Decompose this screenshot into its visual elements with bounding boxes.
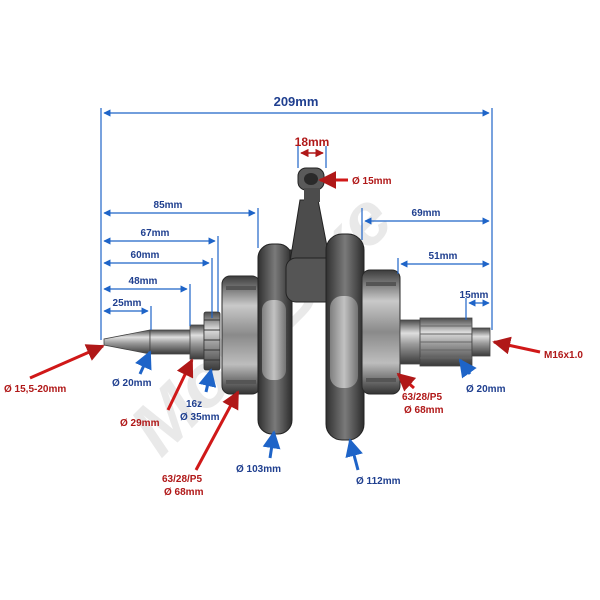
thread-label: M16x1.0 [544, 350, 583, 361]
dim-25-label: 25mm [113, 298, 142, 309]
dim-15-label: 15mm [460, 290, 489, 301]
timing-sprocket [203, 311, 221, 371]
rod-small-end-label: Ø 15mm [352, 176, 392, 187]
left-seat-label: Ø 29mm [120, 418, 160, 429]
left-bearing [221, 275, 261, 395]
dim-67-label: 67mm [141, 228, 170, 239]
right-shaft [399, 319, 423, 365]
dim-60-label: 60mm [131, 250, 160, 261]
right-bearing [361, 269, 401, 395]
crank-pin-width-label: 18mm [295, 135, 330, 149]
crankshaft [103, 167, 491, 441]
left-taper [103, 329, 151, 355]
right-bearing-code-label: 63/28/P5 [402, 392, 442, 403]
dim-48-label: 48mm [129, 276, 158, 287]
dim-51-label: 51mm [429, 251, 458, 262]
left-seat [189, 324, 205, 360]
dimension-lines [100, 108, 493, 340]
callout-arrows [29, 171, 541, 471]
left-shaft-label: Ø 20mm [112, 378, 152, 389]
left-bearing-code-label: 63/28/P5 [162, 474, 202, 485]
total-length-label: 209mm [274, 94, 319, 109]
sprocket-dia-label: Ø 35mm [180, 412, 220, 423]
dim-69-label: 69mm [412, 208, 441, 219]
right-bearing-dia-label: Ø 68mm [404, 405, 444, 416]
right-flywheel-label: Ø 112mm [356, 476, 401, 487]
sprocket-teeth-label: 16z [186, 399, 202, 410]
left-shaft [149, 329, 193, 355]
left-taper-label: Ø 15,5-20mm [4, 384, 66, 395]
splined-shaft [419, 317, 473, 367]
left-flywheel-label: Ø 103mm [236, 464, 281, 475]
threaded-end [471, 327, 491, 357]
right-shaft-label: Ø 20mm [466, 384, 506, 395]
dim-85-label: 85mm [154, 200, 183, 211]
left-bearing-dia-label: Ø 68mm [164, 487, 204, 498]
